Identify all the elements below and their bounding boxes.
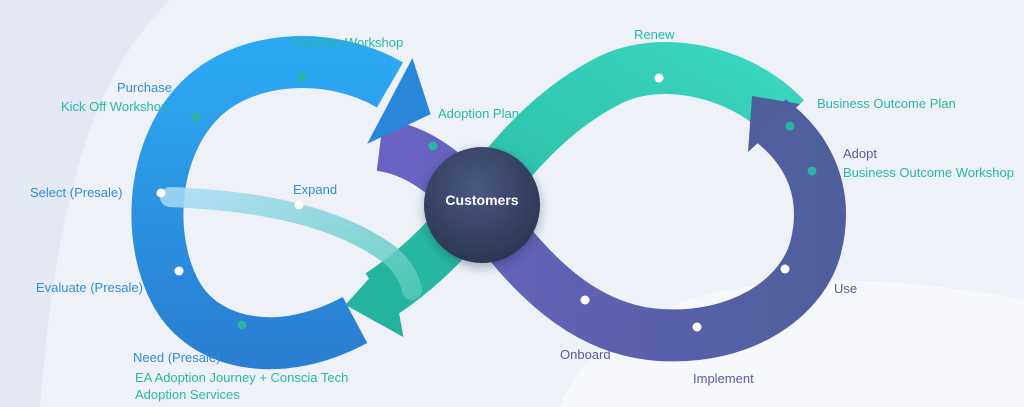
dot-expand [294,200,304,210]
dot-onboard [580,295,590,305]
expand-band [160,187,422,300]
dot-purchase [191,112,201,122]
customers-label: Customers [445,192,519,208]
adopt-label: Adopt [843,146,877,161]
customers-hub [424,147,540,263]
onboard-label: Onboard [560,347,611,362]
renew-band [365,42,804,317]
kick-off-workshop-label: Kick Off Workshop [61,99,169,114]
adopt-arrowhead [748,96,800,152]
dot-use [780,264,790,274]
dot-need [237,320,247,330]
dot-renew [654,73,664,83]
presale-arrowhead [367,58,431,144]
dot-business-outcome-plan [785,121,795,131]
use-label: Use [834,281,858,296]
purchase-label: Purchase [117,80,172,95]
dot-evaluate [174,266,184,276]
dot-select [156,188,166,198]
milestone-dots [156,72,817,332]
implement-label: Implement [693,371,754,386]
evaluate-presale-label: Evaluate (Presale) [36,280,143,295]
dot-adoption-workshop [297,72,307,82]
ea-journey-label-line1: EA Adoption Journey + Conscia Tech [135,370,349,385]
adoption-workshop-label: Adoption Workshop [290,35,404,50]
adoption-plan-label: Adoption Plan [438,106,519,121]
ea-journey-label-line2: Adoption Services [135,387,240,402]
need-presale-label: Need (Presale) [133,350,221,365]
expand-label: Expand [293,182,338,197]
dot-adopt [807,166,817,176]
select-presale-label: Select (Presale) [30,185,123,200]
renew-label: Renew [634,27,675,42]
presale-band [131,36,404,370]
dot-implement [692,322,702,332]
dot-adoption-plan [428,141,438,151]
business-outcome-plan-label: Business Outcome Plan [817,96,956,111]
business-outcome-workshop-label: Business Outcome Workshop [843,165,1014,180]
renew-arrowhead [345,256,404,338]
background-wave-left [0,0,170,407]
